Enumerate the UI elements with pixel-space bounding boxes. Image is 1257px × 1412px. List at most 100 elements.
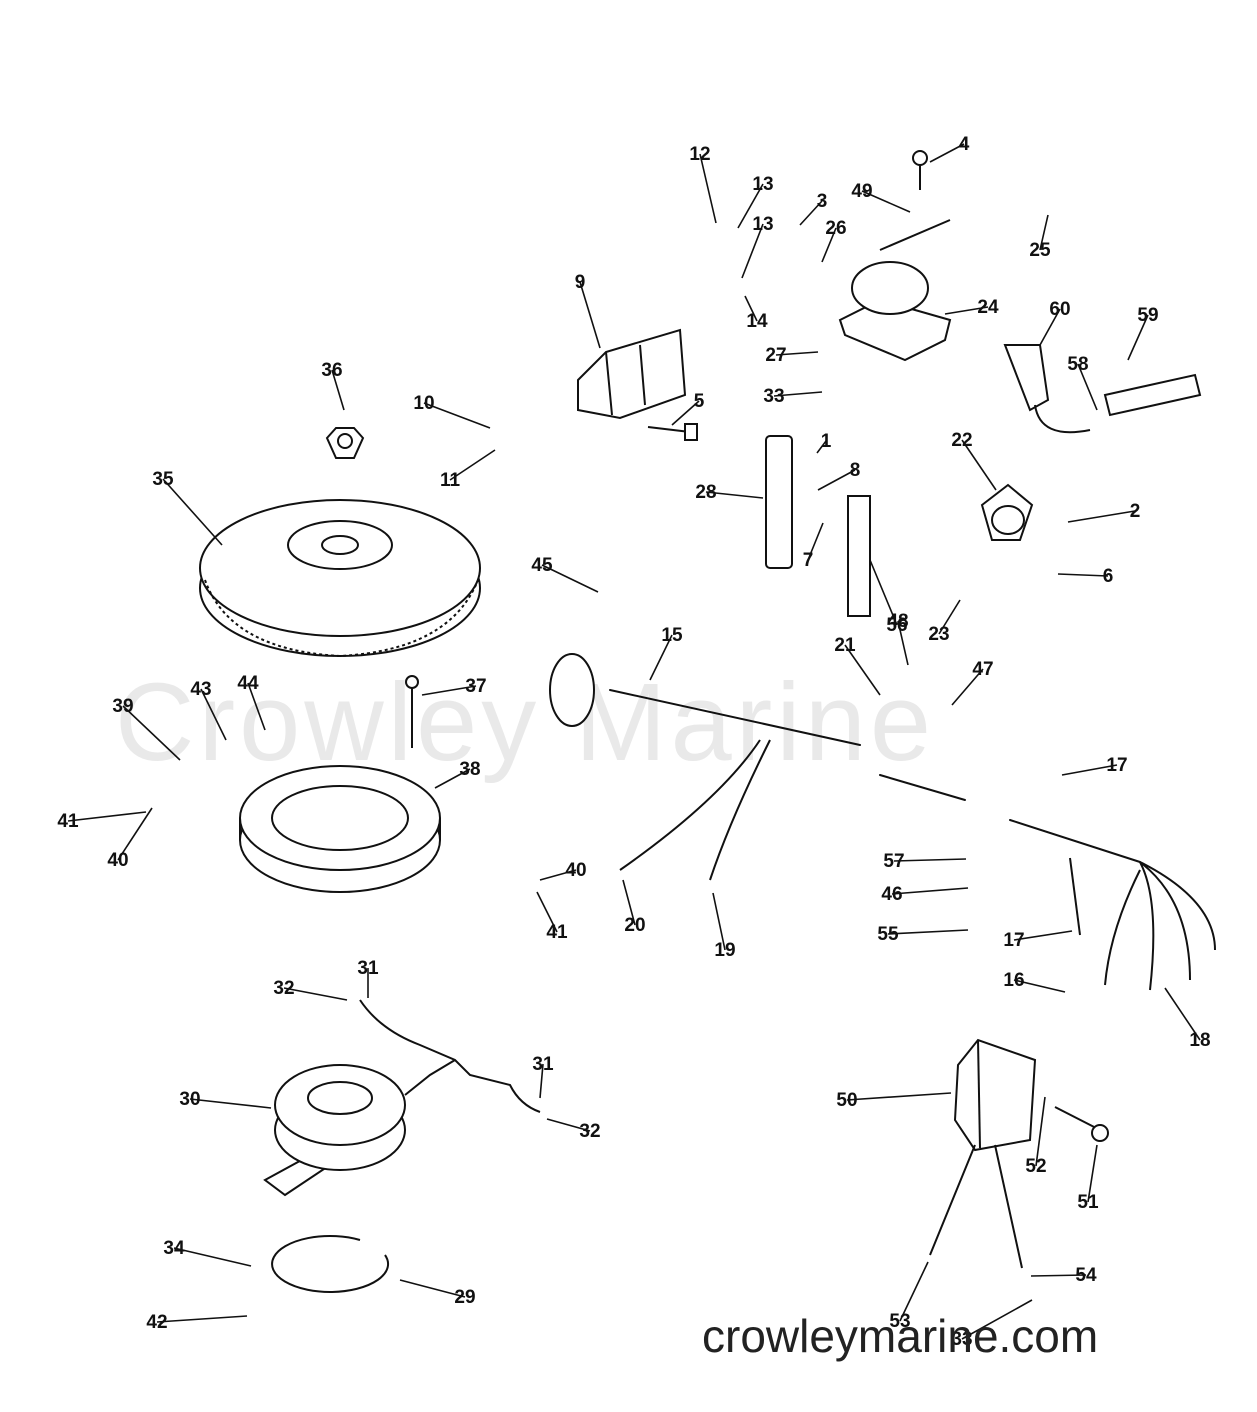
leader-line-5 — [671, 400, 700, 426]
leader-line-44 — [247, 682, 266, 731]
terminal-block — [765, 435, 793, 569]
part-label-51: 51 — [1077, 1192, 1099, 1213]
leader-line-26 — [821, 227, 837, 263]
power-pack-50 — [929, 1038, 1037, 1269]
leader-line-28 — [705, 491, 764, 499]
part-label-48: 48 — [887, 611, 908, 632]
part-label-45: 45 — [531, 555, 553, 576]
leader-line-55 — [887, 929, 969, 935]
part-label-12: 12 — [689, 144, 710, 165]
part-label-31: 31 — [532, 1054, 554, 1075]
part-label-30: 30 — [179, 1089, 200, 1110]
part-label-56: 56 — [886, 615, 907, 636]
leader-line-47 — [951, 668, 984, 706]
wiring-harness — [549, 653, 1216, 991]
part-label-21: 21 — [834, 635, 856, 656]
leader-line-15 — [649, 634, 673, 681]
part-label-54: 54 — [1075, 1265, 1097, 1286]
leader-lines — [67, 143, 1201, 1340]
part-label-13: 13 — [752, 174, 773, 195]
part-label-34: 34 — [163, 1238, 185, 1259]
part-label-17: 17 — [1106, 755, 1127, 776]
part-label-25: 25 — [1029, 240, 1051, 261]
part-label-50: 50 — [836, 1090, 857, 1111]
leader-line-10 — [423, 402, 491, 429]
ignition-coil — [838, 219, 952, 362]
part-label-58: 58 — [1067, 354, 1088, 375]
leader-line-9 — [579, 281, 601, 349]
part-label-46: 46 — [881, 884, 902, 905]
part-label-39: 39 — [112, 696, 133, 717]
part-label-42: 42 — [146, 1312, 167, 1333]
part-label-38: 38 — [459, 759, 480, 780]
leader-line-12 — [699, 153, 717, 224]
leader-line-41 — [536, 891, 558, 933]
leader-line-13 — [741, 223, 764, 279]
leader-line-19 — [712, 892, 726, 951]
leader-line-2 — [1067, 510, 1136, 523]
part-label-33: 33 — [951, 1329, 972, 1350]
part-label-55: 55 — [877, 924, 899, 945]
leader-line-18 — [1164, 987, 1201, 1041]
part-label-14: 14 — [746, 311, 768, 332]
leader-line-25 — [1039, 214, 1049, 251]
part-label-19: 19 — [714, 940, 735, 961]
flywheel — [199, 499, 481, 658]
part-label-33: 33 — [763, 386, 784, 407]
leader-line-33 — [961, 1299, 1033, 1340]
part-label-11: 11 — [440, 470, 461, 491]
leader-line-34 — [173, 1247, 252, 1267]
part-label-15: 15 — [661, 625, 683, 646]
part-label-1: 1 — [821, 431, 832, 452]
leader-line-38 — [434, 768, 471, 789]
leader-line-8 — [817, 469, 856, 491]
leader-line-59 — [1127, 314, 1149, 361]
part-label-41: 41 — [57, 811, 79, 832]
power-pack — [577, 328, 687, 420]
part-label-43: 43 — [190, 679, 211, 700]
leader-line-20 — [622, 879, 636, 926]
leader-line-1 — [816, 440, 827, 454]
leader-line-22 — [961, 439, 997, 491]
part-label-44: 44 — [237, 673, 259, 694]
leader-line-4 — [929, 143, 965, 163]
leader-line-32 — [546, 1118, 591, 1132]
part-label-17: 17 — [1003, 930, 1024, 951]
leader-line-13 — [737, 183, 764, 229]
part-label-4: 4 — [959, 134, 970, 155]
leader-line-30 — [189, 1098, 272, 1109]
leader-line-21 — [844, 644, 881, 696]
part-label-16: 16 — [1003, 970, 1024, 991]
part-label-28: 28 — [695, 482, 716, 503]
part-label-60: 60 — [1049, 299, 1070, 320]
leader-line-49 — [861, 190, 911, 213]
leader-line-17 — [1013, 930, 1073, 941]
leader-line-3 — [799, 200, 823, 226]
part-label-3: 3 — [817, 191, 828, 212]
leader-line-56 — [869, 559, 898, 626]
part-label-59: 59 — [1137, 305, 1158, 326]
leader-line-32 — [283, 987, 348, 1001]
leader-line-45 — [541, 564, 599, 593]
part-label-52: 52 — [1025, 1156, 1046, 1177]
leader-line-43 — [200, 688, 227, 741]
leader-line-52 — [1035, 1096, 1046, 1167]
rectifier-22 — [980, 483, 1034, 541]
leader-line-31 — [539, 1063, 544, 1099]
leader-line-36 — [331, 369, 345, 411]
part-label-13: 13 — [752, 214, 773, 235]
part-label-6: 6 — [1103, 566, 1114, 587]
leader-line-48 — [897, 620, 909, 666]
leader-line-50 — [846, 1092, 952, 1101]
part-label-22: 22 — [951, 430, 972, 451]
leader-line-57 — [893, 858, 967, 862]
leader-line-33 — [773, 391, 823, 397]
leader-line-37 — [421, 685, 477, 696]
part-label-36: 36 — [321, 360, 342, 381]
leader-line-51 — [1087, 1144, 1098, 1203]
leader-line-6 — [1057, 573, 1109, 577]
nut — [325, 427, 365, 459]
part-label-9: 9 — [575, 272, 586, 293]
part-label-5: 5 — [694, 391, 705, 412]
